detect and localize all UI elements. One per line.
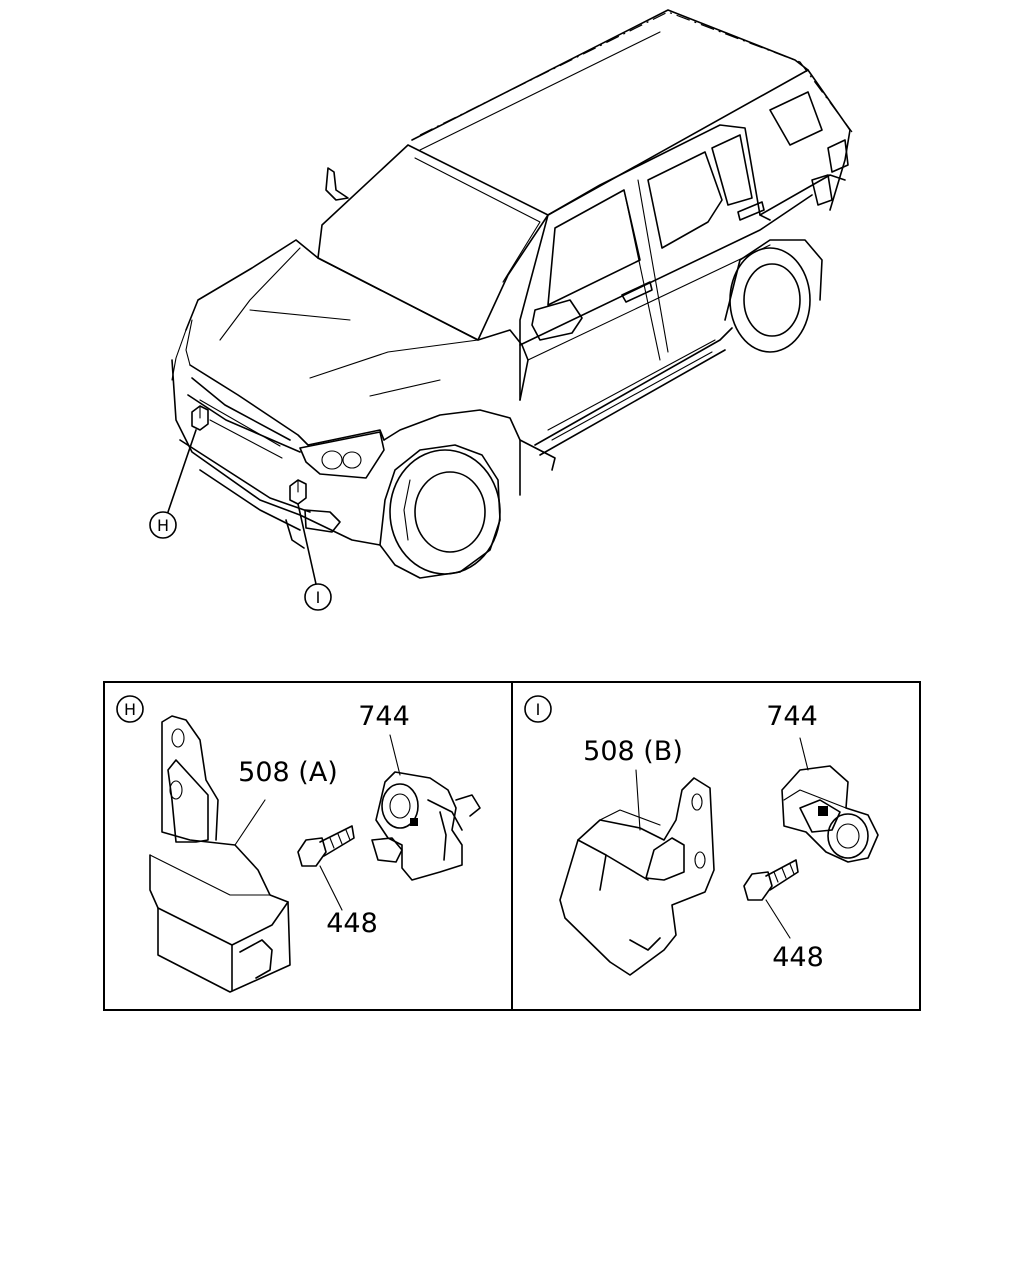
panel-h-marker-letter: H	[124, 700, 136, 719]
locator-h-letter: H	[157, 516, 169, 535]
panel-i-sensor-callout: 744	[766, 701, 818, 732]
locator-i-leader	[297, 503, 317, 585]
panel-i: I 508 (B) 744	[524, 695, 879, 976]
bracket-508a-leader	[234, 799, 266, 846]
locator-h-leader	[167, 429, 197, 513]
locator-h-circle	[149, 511, 177, 539]
bracket-508b-leader	[635, 769, 641, 831]
detail-frame	[103, 681, 921, 1011]
panel-h: H 508 (A) 744	[116, 695, 481, 993]
locator-i-circle	[304, 583, 332, 611]
bolt-448-i-leader	[765, 899, 791, 939]
bolt-448-h-leader	[319, 865, 343, 911]
panel-i-bracket-callout: 508 (B)	[583, 736, 683, 767]
panel-i-marker-letter: I	[536, 700, 541, 719]
locator-i-letter: I	[316, 588, 321, 607]
panel-h-marker-circle	[116, 695, 144, 723]
panel-h-bolt-callout: 448	[326, 908, 378, 939]
sensor-744-i	[781, 765, 879, 863]
bolt-448-i	[743, 859, 799, 901]
locator-h: H	[149, 405, 209, 539]
locator-i: I	[289, 479, 332, 611]
bolt-448-h	[297, 825, 355, 867]
sensor-744-h-leader	[389, 734, 401, 776]
bracket-508a	[149, 715, 291, 993]
sensor-744-i-leader	[799, 737, 809, 771]
panel-i-bolt-callout: 448	[772, 942, 824, 973]
sensor-744-h	[371, 771, 481, 881]
panel-i-marker-circle	[524, 695, 552, 723]
vehicle-illustration	[171, 9, 853, 579]
bracket-508b	[559, 777, 715, 976]
panel-h-sensor-callout: 744	[358, 701, 410, 732]
panel-h-bracket-callout: 508 (A)	[238, 757, 338, 788]
